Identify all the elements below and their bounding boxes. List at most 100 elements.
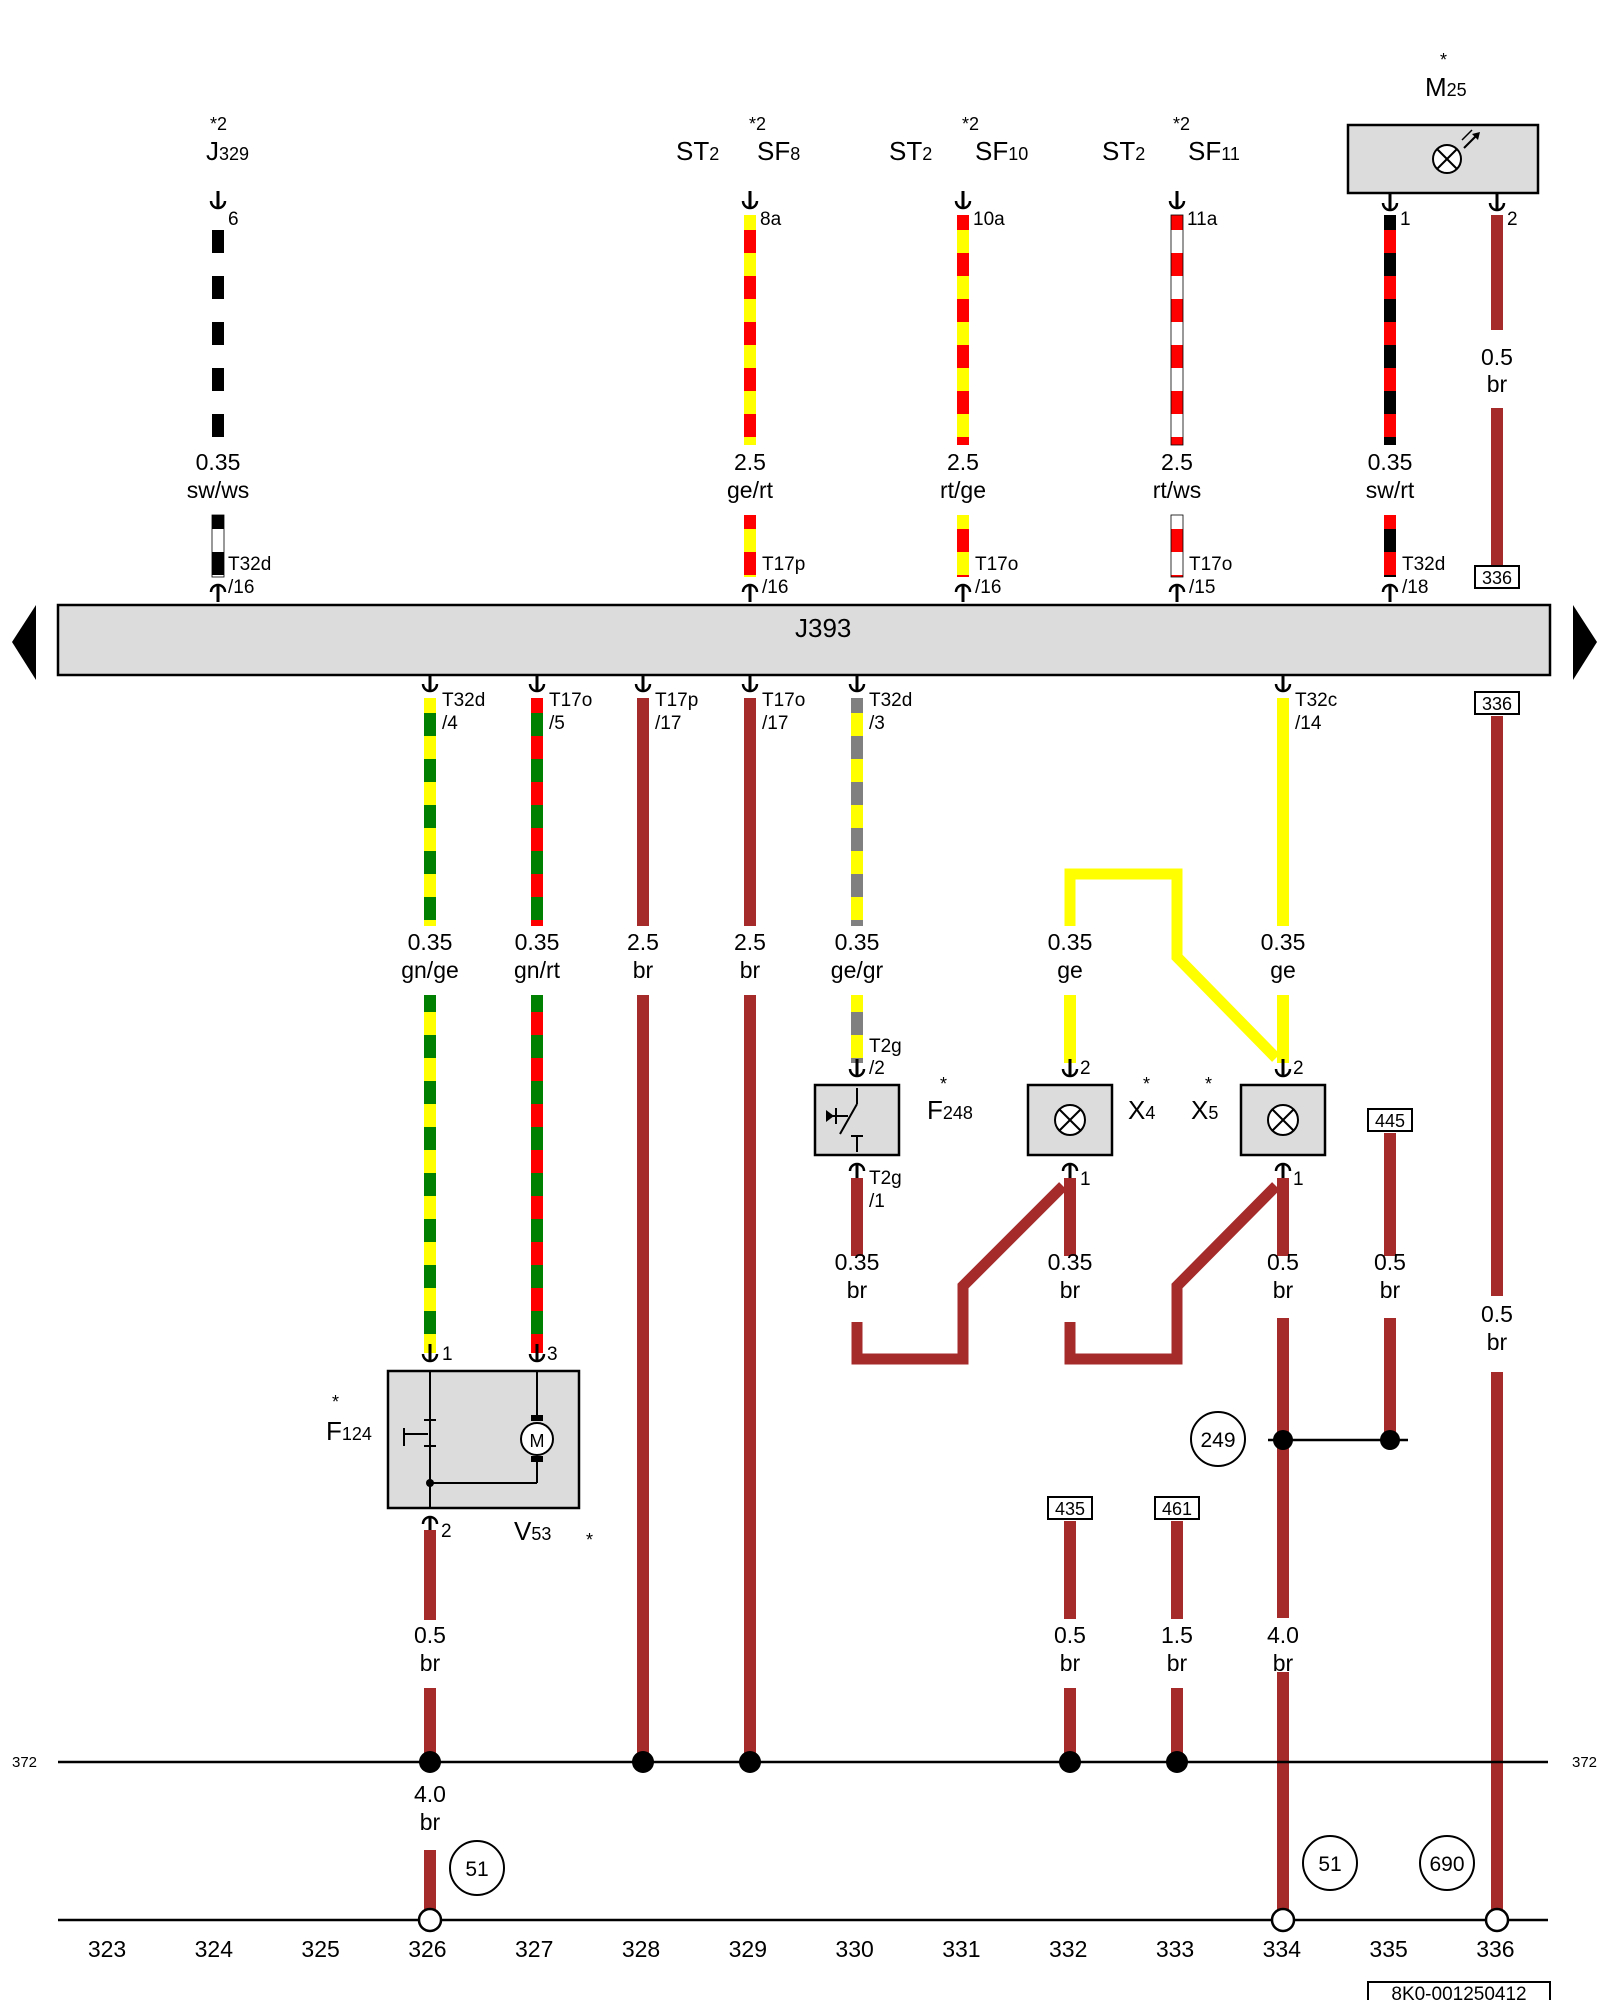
svg-text:br: br (1167, 1650, 1188, 1676)
ref-box-461 (1154, 1496, 1200, 1520)
svg-text:0.35: 0.35 (408, 929, 453, 955)
ref-circle-51-right (1302, 1835, 1358, 1891)
svg-text:10a: 10a (973, 209, 1005, 230)
svg-text:336: 336 (1482, 568, 1512, 588)
svg-text:1: 1 (442, 1344, 453, 1365)
svg-text:br: br (1273, 1650, 1294, 1676)
svg-text:br: br (1273, 1277, 1294, 1303)
svg-text:0.35: 0.35 (835, 929, 880, 955)
x4-lamp-component: 2 1 * X4 (1026, 1057, 1155, 1190)
ref-box-435 (1047, 1496, 1093, 1520)
f124-v53-component: 1 3 M 2 * F124 V53 * (326, 1342, 593, 1550)
svg-text:0.5: 0.5 (1481, 344, 1513, 370)
svg-text:51: 51 (1318, 1853, 1341, 1876)
svg-text:0.35: 0.35 (835, 1249, 880, 1275)
svg-text:SF10: SF10 (975, 136, 1028, 166)
svg-text:ST2: ST2 (1102, 136, 1145, 166)
svg-text:2.5: 2.5 (734, 929, 766, 955)
column-number: 336 (1476, 1936, 1514, 1962)
wire-461-br: 461 1.5 br (1154, 1496, 1200, 1764)
svg-text:br: br (633, 957, 654, 983)
svg-text:*2: *2 (210, 114, 227, 134)
svg-text:*2: *2 (1173, 114, 1190, 134)
svg-text:6: 6 (228, 209, 239, 230)
svg-text:461: 461 (1162, 1499, 1192, 1519)
column-number: 334 (1263, 1936, 1302, 1962)
j393-control-unit (56, 603, 1552, 677)
svg-text:2.5: 2.5 (947, 449, 979, 475)
column-number: 333 (1156, 1936, 1194, 1962)
svg-text:T32d: T32d (442, 690, 485, 711)
svg-text:br: br (1487, 371, 1508, 397)
svg-text:435: 435 (1055, 1499, 1085, 1519)
wire-t32c14-ge: T32c /14 0.35 ge (1261, 672, 1337, 1063)
svg-text:sw/rt: sw/rt (1366, 477, 1415, 503)
j329-component: *2 J329 6 (206, 114, 249, 230)
svg-text:/17: /17 (762, 713, 788, 734)
svg-text:F248: F248 (927, 1095, 973, 1125)
svg-text:ST2: ST2 (889, 136, 932, 166)
svg-text:1: 1 (1400, 209, 1411, 230)
wire-m25-pin2-br: 0.5 br 336 (1474, 215, 1520, 589)
svg-text:/16: /16 (762, 577, 788, 598)
svg-text:M: M (530, 1431, 545, 1451)
wire-sf10-t17o16: 2.5 rt/ge T17o /16 (940, 215, 1018, 604)
column-number: 328 (622, 1936, 660, 1962)
svg-text:F124: F124 (326, 1416, 372, 1446)
column-number: 329 (729, 1936, 767, 1962)
svg-text:T32d: T32d (1402, 554, 1445, 575)
svg-text:*2: *2 (962, 114, 979, 134)
column-number: 335 (1369, 1936, 1407, 1962)
svg-text:51: 51 (465, 1858, 488, 1881)
column-number: 331 (942, 1936, 980, 1962)
svg-text:sw/ws: sw/ws (187, 477, 250, 503)
svg-text:*: * (586, 1530, 593, 1550)
svg-text:2.5: 2.5 (1161, 449, 1193, 475)
wire-t17o17-br: T17o /17 2.5 br (734, 672, 805, 1763)
svg-text:*: * (332, 1392, 339, 1412)
svg-text:1: 1 (1293, 1169, 1304, 1190)
svg-text:1.5: 1.5 (1161, 1622, 1193, 1648)
column-number: 324 (195, 1936, 234, 1962)
svg-text:0.35: 0.35 (1261, 929, 1306, 955)
ground-bus-372: 372 372 (12, 1751, 1597, 1773)
junction-249: 249 (1190, 1411, 1408, 1467)
svg-text:gn/rt: gn/rt (514, 957, 561, 983)
svg-text:0.5: 0.5 (1054, 1622, 1086, 1648)
lamp-icon (1054, 1104, 1086, 1136)
page-next-arrow[interactable] (1573, 605, 1597, 680)
svg-text:0.5: 0.5 (1374, 1249, 1406, 1275)
wire-t17p17-br: T17p /17 2.5 br (627, 672, 698, 1763)
svg-text:ge: ge (1270, 957, 1296, 983)
wire-x4-x5-br: 0.35 br (1048, 1178, 1280, 1365)
svg-text:2: 2 (1293, 1058, 1304, 1079)
svg-text:M25: M25 (1425, 72, 1467, 102)
svg-text:SF8: SF8 (757, 136, 800, 166)
svg-text:*: * (940, 1074, 947, 1094)
page-prev-arrow[interactable] (12, 605, 36, 680)
svg-text:/17: /17 (655, 713, 681, 734)
svg-text:/4: /4 (442, 713, 458, 734)
svg-text:0.35: 0.35 (1048, 1249, 1093, 1275)
svg-text:0.5: 0.5 (1481, 1301, 1513, 1327)
wire-t32d4-gnge: T32d /4 0.35 gn/ge (401, 672, 485, 1353)
svg-text:ST2: ST2 (676, 136, 719, 166)
svg-text:br: br (847, 1277, 868, 1303)
svg-text:/5: /5 (549, 713, 565, 734)
svg-text:T2g: T2g (869, 1168, 902, 1189)
svg-text:gn/ge: gn/ge (401, 957, 459, 983)
svg-text:0.5: 0.5 (414, 1622, 446, 1648)
svg-text:/15: /15 (1189, 577, 1215, 598)
svg-text:372: 372 (12, 1754, 37, 1771)
sf8-fuse: ST2 *2 SF8 8a (676, 114, 800, 230)
svg-text:T32c: T32c (1295, 690, 1337, 711)
svg-text:/16: /16 (975, 577, 1001, 598)
svg-text:8K0-001250412: 8K0-001250412 (1391, 1984, 1526, 2000)
svg-text:0.35: 0.35 (1368, 449, 1413, 475)
ref-box-445 (1367, 1108, 1413, 1132)
ref-box-336-bottom (1474, 691, 1520, 715)
wire-435-br: 435 0.5 br (1047, 1496, 1093, 1764)
svg-text:/1: /1 (869, 1191, 885, 1212)
column-number: 330 (835, 1936, 873, 1962)
column-number: 327 (515, 1936, 553, 1962)
